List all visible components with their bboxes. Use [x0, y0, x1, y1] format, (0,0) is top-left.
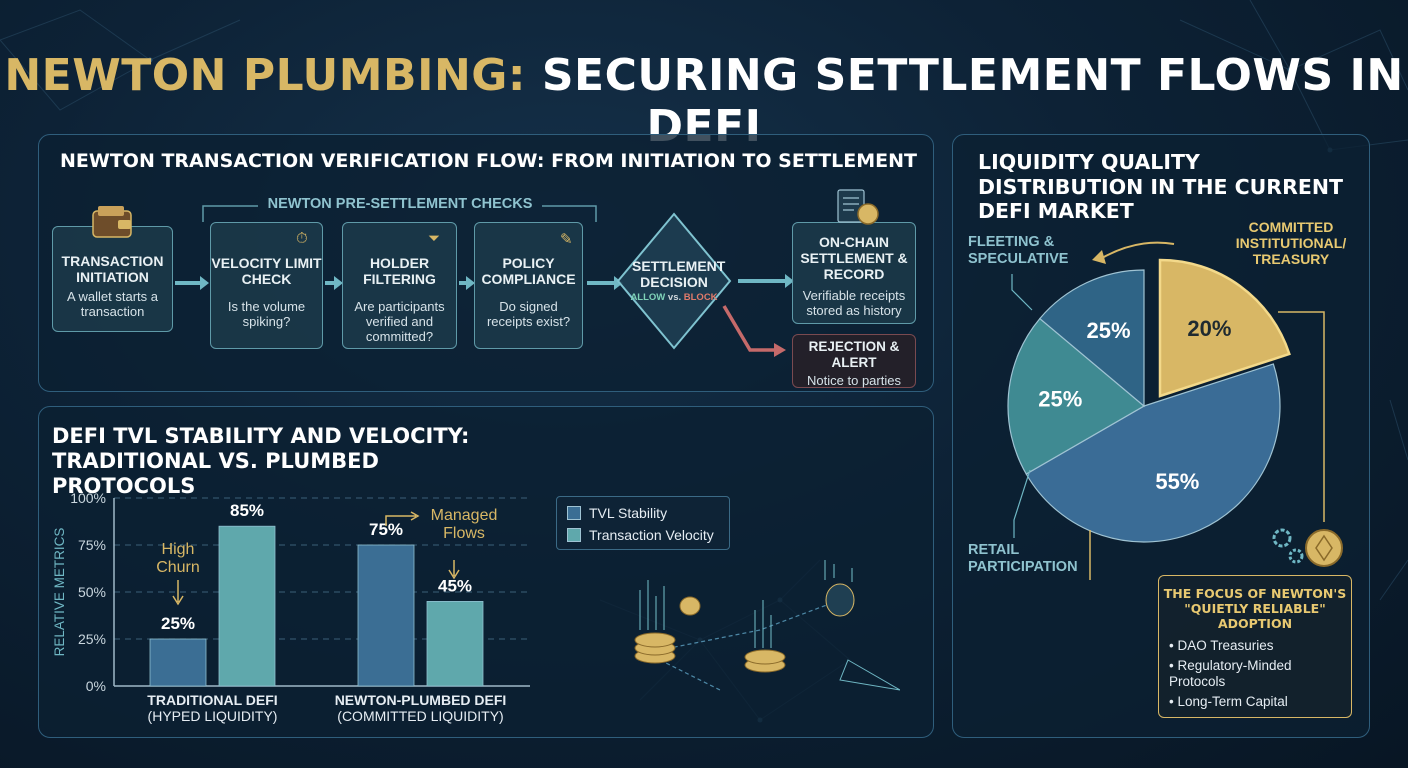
bar — [149, 638, 207, 687]
committed-arc-arrow — [1101, 241, 1175, 259]
annotation-arrow — [448, 560, 460, 580]
flow-arrow — [459, 276, 475, 290]
focus-item: DAO Treasuries — [1169, 638, 1351, 654]
focus-item: Regulatory-Minded Protocols — [1169, 658, 1351, 690]
step-subtitle: A wallet starts a transaction — [66, 289, 159, 319]
blockchain-coins-illustration — [634, 560, 900, 691]
y-tick-label: 0% — [86, 678, 106, 694]
y-tick-label: 100% — [70, 490, 106, 506]
bar — [357, 544, 415, 687]
rejection-title: REJECTION & ALERT — [808, 339, 900, 370]
y-tick-label: 25% — [78, 631, 106, 647]
pre-settlement-bracket — [202, 205, 597, 222]
pie-slice — [1038, 269, 1145, 408]
focus-connector — [1089, 530, 1091, 580]
newton-focus-box: THE FOCUS OF NEWTON'S "QUIETLY RELIABLE"… — [1158, 575, 1352, 718]
legend-item-tvl: TVL Stability — [567, 505, 667, 521]
step-title: TRANSACTION INITIATION — [61, 253, 164, 285]
flow-arrow — [175, 276, 209, 290]
chart-legend: TVL Stability Transaction Velocity — [556, 496, 730, 550]
step-policy-compliance: POLICY COMPLIANCE Do signed receipts exi… — [474, 222, 583, 349]
label-connector — [1011, 274, 1033, 311]
label-retail-participation: RETAIL PARTICIPATION — [968, 542, 1078, 575]
receipt-coin-icon — [837, 189, 879, 225]
annotation-arrow — [172, 580, 184, 606]
annotation-arrow — [385, 511, 420, 526]
arrow-head — [1092, 250, 1106, 264]
legend-label: TVL Stability — [589, 505, 668, 521]
focus-connector — [1278, 311, 1325, 522]
pie-slice — [1158, 258, 1291, 398]
stopwatch-icon: ⏱ — [296, 230, 308, 247]
step-subtitle: Are participants verified and committed? — [354, 299, 445, 344]
decision-vs: vs. — [667, 292, 682, 303]
pie-slice — [1025, 363, 1281, 543]
allow-arrow — [738, 274, 794, 288]
rejection-subtitle: Notice to parties — [807, 373, 901, 388]
y-axis-label: RELATIVE METRICS — [52, 528, 67, 657]
category-label: TRADITIONAL DEFI — [147, 692, 277, 708]
step-holder-filtering: HOLDER FILTERING Are participants verifi… — [342, 222, 457, 349]
step-subtitle: Do signed receipts exist? — [486, 299, 571, 329]
flow-arrow — [587, 276, 623, 290]
label-fleeting-speculative: FLEETING & SPECULATIVE — [968, 234, 1069, 267]
wallet-icon — [92, 206, 132, 238]
bar-value-label: 25% — [161, 614, 195, 633]
decision-title: SETTLEMENT DECISION — [632, 258, 726, 290]
focus-title: THE FOCUS OF NEWTON'S "QUIETLY RELIABLE"… — [1163, 586, 1347, 631]
step-title: VELOCITY LIMIT CHECK — [211, 255, 322, 287]
focus-item: Long-Term Capital — [1169, 694, 1351, 710]
pie-value-label: 25% — [1038, 387, 1082, 412]
pie-value-label: 25% — [1086, 318, 1130, 343]
legend-swatch — [567, 506, 581, 520]
bar — [218, 525, 276, 687]
on-chain-settlement-box: ON-CHAIN SETTLEMENT & RECORD Verifiable … — [792, 222, 916, 324]
rejection-alert-box: REJECTION & ALERT Notice to parties — [792, 334, 916, 388]
bar — [426, 601, 484, 687]
chart-panel-title: DEFI TVL STABILITY AND VELOCITY: TRADITI… — [52, 424, 470, 499]
bar-value-label: 85% — [230, 501, 264, 520]
block-arrow — [722, 305, 786, 357]
category-label: (COMMITTED LIQUIDITY) — [337, 708, 503, 724]
pie-panel-title: LIQUIDITY QUALITY DISTRIBUTION IN THE CU… — [978, 150, 1344, 224]
step-velocity-limit-check: VELOCITY LIMIT CHECK Is the volume spiki… — [210, 222, 323, 349]
settlement-title: ON-CHAIN SETTLEMENT & RECORD — [800, 234, 908, 282]
category-label: (HYPED LIQUIDITY) — [148, 708, 278, 724]
label-committed-institutional: COMMITTED INSTITUTIONAL/ TREASURY — [1235, 219, 1347, 267]
bar-value-label: 45% — [438, 576, 472, 595]
flow-arrow — [325, 276, 343, 290]
pie-slice — [1007, 317, 1146, 475]
step-title: HOLDER FILTERING — [363, 255, 436, 287]
step-title: POLICY COMPLIANCE — [481, 255, 576, 287]
decision-allow: ALLOW — [630, 292, 666, 303]
legend-swatch — [567, 528, 581, 542]
legend-item-velocity: Transaction Velocity — [567, 527, 714, 543]
category-label: NEWTON-PLUMBED DEFI — [335, 692, 507, 708]
flow-panel-title: NEWTON TRANSACTION VERIFICATION FLOW: FR… — [60, 150, 918, 172]
title-part-1: NEWTON PLUMBING: — [4, 50, 526, 101]
gear-coin-icon — [1272, 528, 1343, 567]
document-sign-icon: ✎ — [560, 231, 573, 248]
step-transaction-initiation: TRANSACTION INITIATION A wallet starts a… — [52, 226, 173, 332]
focus-list: DAO Treasuries Regulatory-Minded Protoco… — [1169, 638, 1351, 714]
label-connector — [1013, 469, 1031, 538]
pre-settlement-label: NEWTON PRE-SETTLEMENT CHECKS — [267, 196, 533, 212]
bar-value-label: 75% — [369, 520, 403, 539]
funnel-icon: ⏷ — [428, 230, 441, 247]
legend-label: Transaction Velocity — [589, 527, 714, 543]
y-tick-label: 75% — [78, 537, 106, 553]
decision-block: BLOCK — [683, 292, 718, 303]
y-tick-label: 50% — [78, 584, 106, 600]
pie-value-label: 20% — [1187, 316, 1231, 341]
liquidity-pie-chart: 20% 55% 25% 25% — [1007, 241, 1325, 580]
tvl-bar-chart: 0% 25% 50% 75% 100% RELATIVE METRICS 25% 85% TRA… — [52, 490, 530, 724]
pie-value-label: 55% — [1155, 469, 1199, 494]
step-subtitle: Is the volume spiking? — [227, 299, 306, 329]
settlement-decision-diamond — [616, 212, 732, 350]
settlement-subtitle: Verifiable receipts stored as history — [802, 288, 906, 318]
decision-options: ALLOW vs. BLOCK — [622, 292, 726, 303]
